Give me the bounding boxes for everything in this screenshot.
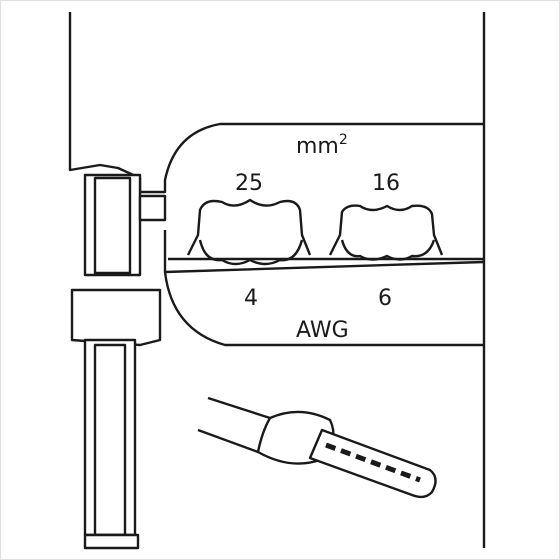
- size-label-25: 25: [235, 171, 263, 196]
- awg-label-4: 4: [244, 286, 258, 311]
- wire-ferrule-illustration: [197, 396, 437, 499]
- upper-die: [68, 12, 486, 548]
- unit-mm2: mm2: [296, 132, 348, 159]
- awg-label-6: 6: [378, 286, 392, 311]
- hinge-block: [70, 173, 167, 550]
- crimp-profile-25: [186, 198, 312, 256]
- size-label-16: 16: [372, 171, 400, 196]
- crimp-profile-16-lower: [340, 239, 436, 261]
- crimp-profile-16: [328, 204, 444, 256]
- unit-awg: AWG: [296, 318, 349, 343]
- crimp-profile-25-lower: [198, 239, 304, 266]
- ferrule-tube-inner: [325, 442, 421, 483]
